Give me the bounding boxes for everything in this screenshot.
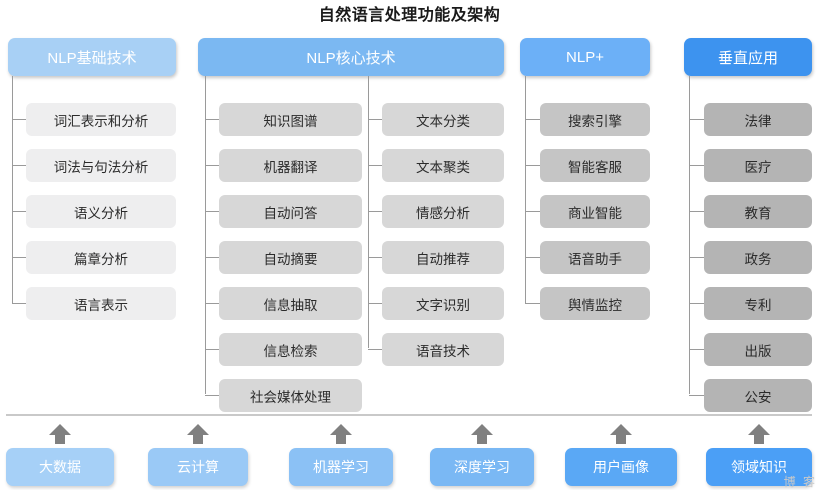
- connector-branch: [368, 257, 382, 258]
- connector-branch: [525, 257, 540, 258]
- item-nlp-core-left[interactable]: 机器翻译: [219, 149, 362, 182]
- item-nlp-core-left[interactable]: 自动问答: [219, 195, 362, 228]
- foundation-item[interactable]: 云计算: [148, 448, 248, 486]
- connector-branch: [12, 119, 26, 120]
- item-vertical-app[interactable]: 教育: [704, 195, 812, 228]
- item-nlp-plus[interactable]: 语音助手: [540, 241, 650, 274]
- connector-branch: [205, 395, 219, 396]
- connector-trunk-nlp-plus: [525, 76, 526, 303]
- connector-branch: [368, 303, 382, 304]
- item-vertical-app[interactable]: 出版: [704, 333, 812, 366]
- connector-branch: [525, 303, 540, 304]
- item-nlp-core-right[interactable]: 文本聚类: [382, 149, 504, 182]
- connector-trunk-vertical-apps: [689, 76, 690, 394]
- item-nlp-core-left[interactable]: 自动摘要: [219, 241, 362, 274]
- item-nlp-core-left[interactable]: 社会媒体处理: [219, 379, 362, 412]
- connector-branch: [689, 119, 704, 120]
- column-header-nlp-basic[interactable]: NLP基础技术: [8, 38, 176, 76]
- connector-branch: [368, 211, 382, 212]
- foundation-item[interactable]: 领域知识: [706, 448, 812, 486]
- item-nlp-core-left[interactable]: 信息抽取: [219, 287, 362, 320]
- item-nlp-basic[interactable]: 词汇表示和分析: [26, 103, 176, 136]
- foundation-item[interactable]: 大数据: [6, 448, 114, 486]
- connector-branch: [689, 211, 704, 212]
- connector-branch: [368, 165, 382, 166]
- connector-branch: [689, 303, 704, 304]
- item-vertical-app[interactable]: 法律: [704, 103, 812, 136]
- foundation-divider: [6, 414, 812, 416]
- connector-branch: [525, 211, 540, 212]
- item-vertical-app[interactable]: 政务: [704, 241, 812, 274]
- connector-branch: [205, 349, 219, 350]
- item-nlp-plus[interactable]: 搜索引擎: [540, 103, 650, 136]
- column-header-nlp-plus[interactable]: NLP+: [520, 38, 650, 76]
- page-title: 自然语言处理功能及架构: [318, 7, 501, 24]
- foundation-item[interactable]: 用户画像: [565, 448, 677, 486]
- item-nlp-basic[interactable]: 语义分析: [26, 195, 176, 228]
- connector-branch: [12, 211, 26, 212]
- connector-branch: [205, 211, 219, 212]
- watermark: 博 客: [783, 475, 817, 489]
- connector-trunk-nlp-core-left: [205, 76, 206, 394]
- item-nlp-core-right[interactable]: 语音技术: [382, 333, 504, 366]
- item-vertical-app[interactable]: 公安: [704, 379, 812, 412]
- item-nlp-plus[interactable]: 智能客服: [540, 149, 650, 182]
- connector-branch: [689, 165, 704, 166]
- column-header-vertical-apps[interactable]: 垂直应用: [684, 38, 812, 76]
- item-nlp-core-right[interactable]: 情感分析: [382, 195, 504, 228]
- connector-trunk-nlp-basic: [12, 76, 13, 303]
- connector-branch: [368, 119, 382, 120]
- item-nlp-basic[interactable]: 篇章分析: [26, 241, 176, 274]
- foundation-item[interactable]: 深度学习: [430, 448, 534, 486]
- item-nlp-basic[interactable]: 语言表示: [26, 287, 176, 320]
- connector-branch: [205, 303, 219, 304]
- connector-branch: [205, 165, 219, 166]
- connector-branch: [525, 119, 540, 120]
- connector-branch: [12, 257, 26, 258]
- foundation-item[interactable]: 机器学习: [289, 448, 393, 486]
- item-nlp-core-left[interactable]: 知识图谱: [219, 103, 362, 136]
- connector-branch: [12, 303, 26, 304]
- connector-branch: [368, 349, 382, 350]
- column-header-nlp-core[interactable]: NLP核心技术: [198, 38, 504, 76]
- connector-branch: [205, 119, 219, 120]
- item-nlp-core-left[interactable]: 信息检索: [219, 333, 362, 366]
- item-nlp-plus[interactable]: 舆情监控: [540, 287, 650, 320]
- connector-branch: [205, 257, 219, 258]
- connector-branch: [12, 165, 26, 166]
- item-vertical-app[interactable]: 医疗: [704, 149, 812, 182]
- connector-branch: [689, 257, 704, 258]
- connector-branch: [689, 395, 704, 396]
- item-nlp-core-right[interactable]: 文字识别: [382, 287, 504, 320]
- item-nlp-core-right[interactable]: 自动推荐: [382, 241, 504, 274]
- item-nlp-basic[interactable]: 词法与句法分析: [26, 149, 176, 182]
- connector-branch: [689, 349, 704, 350]
- connector-trunk-nlp-core-right: [368, 76, 369, 348]
- item-vertical-app[interactable]: 专利: [704, 287, 812, 320]
- item-nlp-plus[interactable]: 商业智能: [540, 195, 650, 228]
- connector-branch: [525, 165, 540, 166]
- item-nlp-core-right[interactable]: 文本分类: [382, 103, 504, 136]
